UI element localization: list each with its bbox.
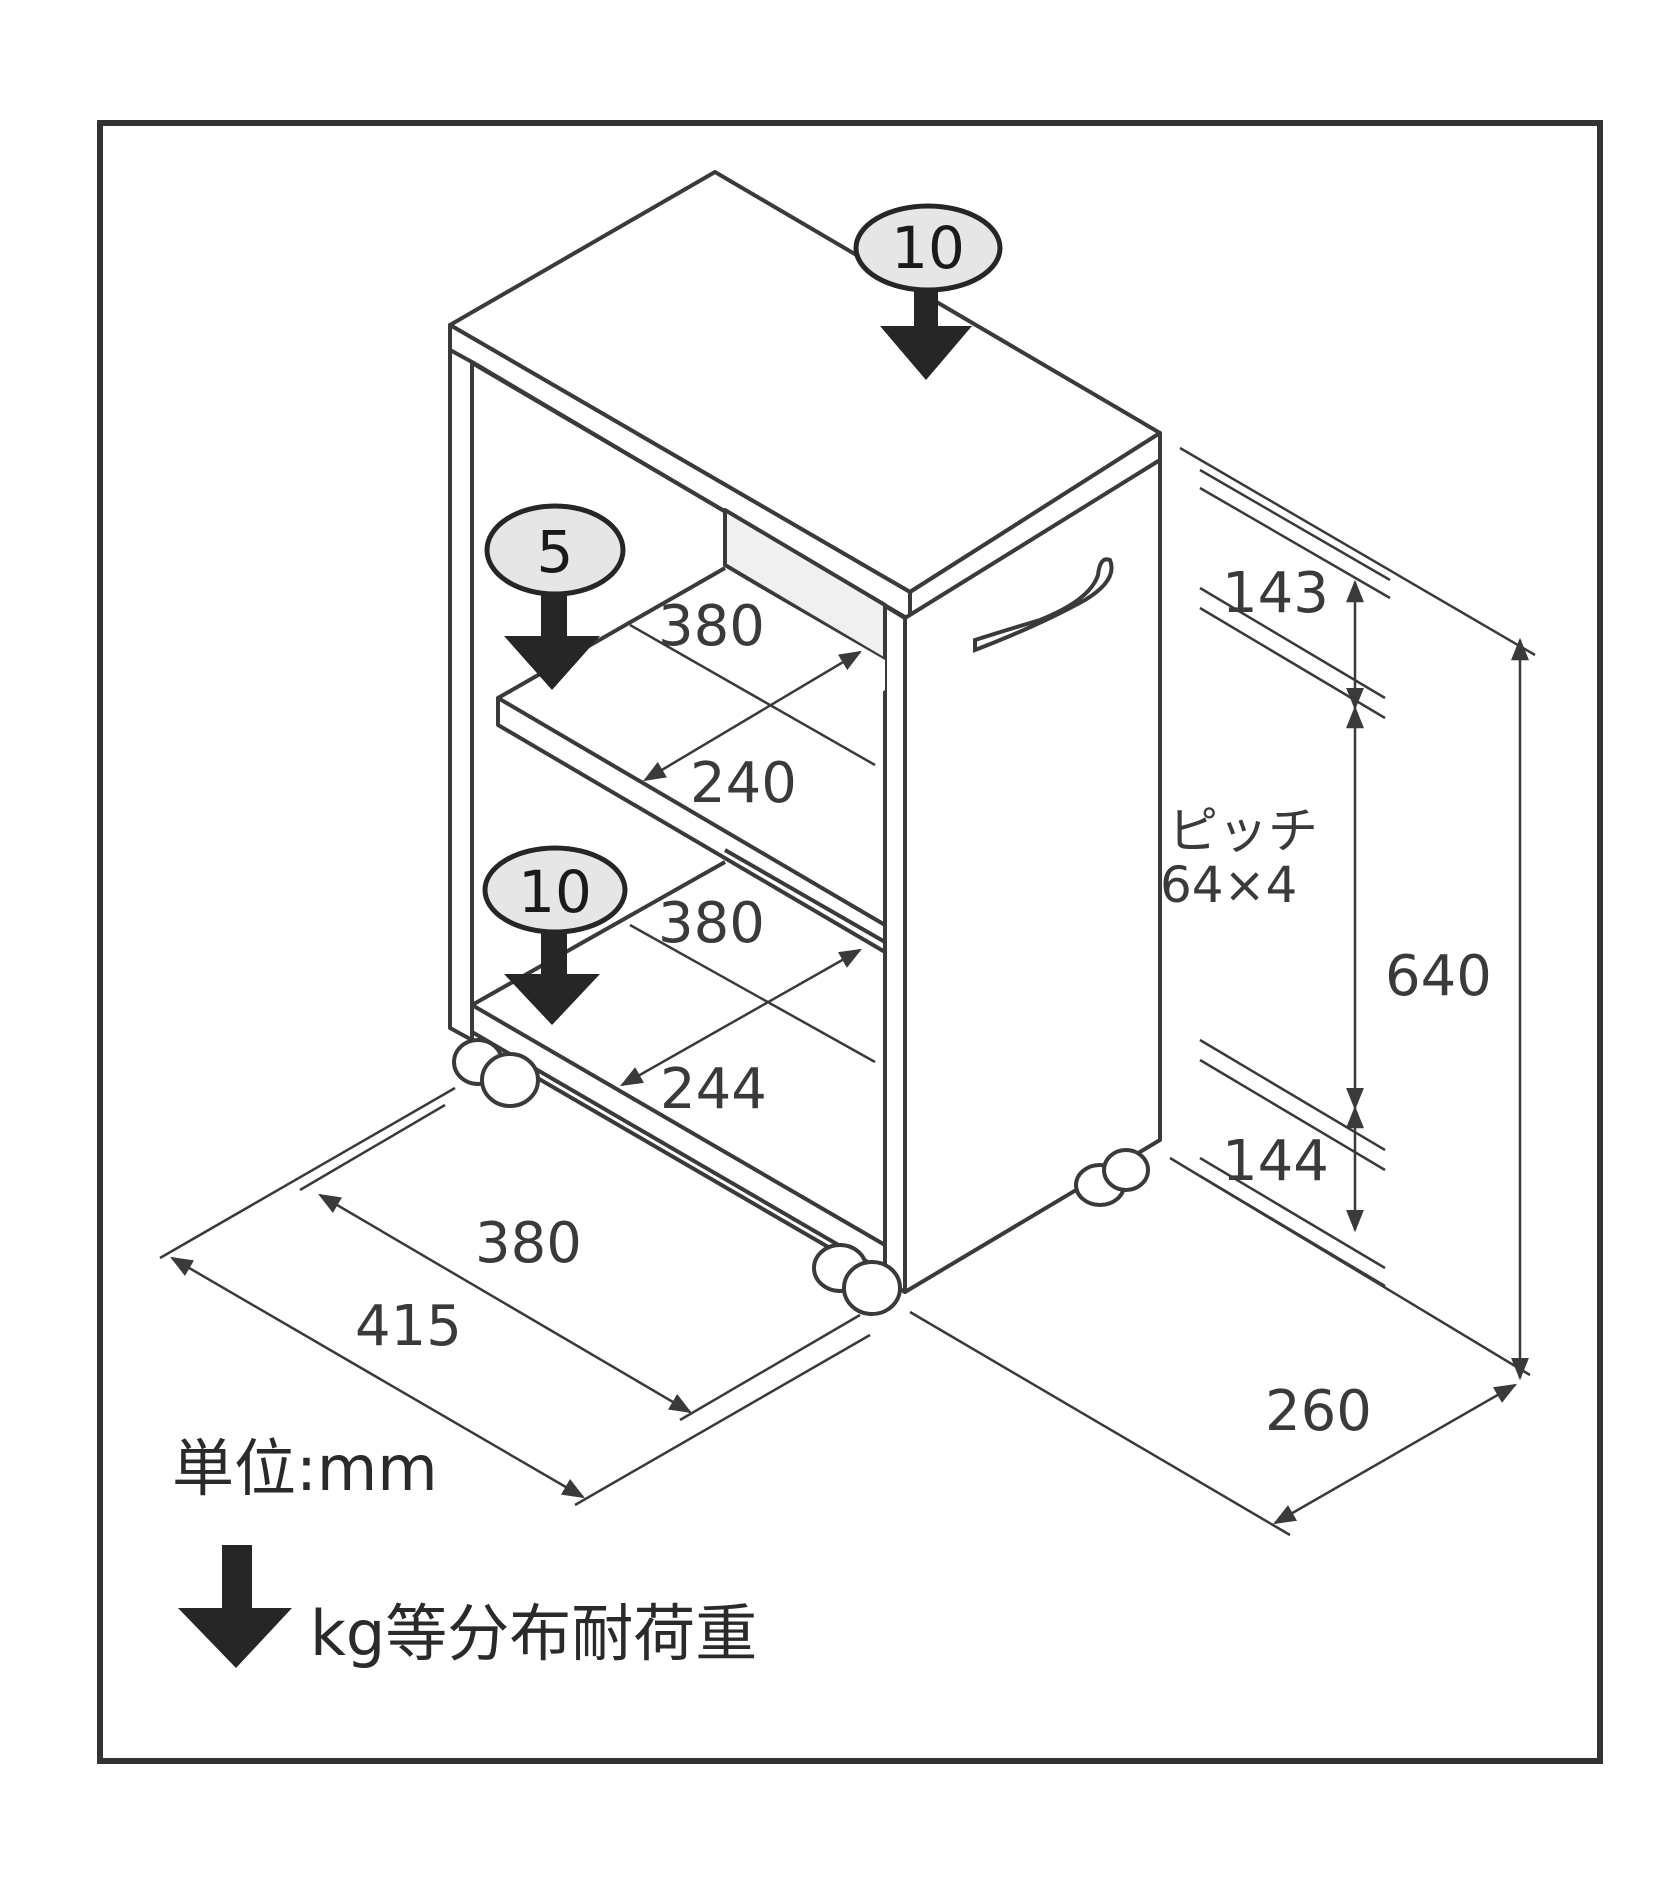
upper-shelf-width-label: 380 (658, 594, 765, 659)
outer-width-label: 415 (355, 1294, 462, 1359)
upper-shelf-back (497, 566, 726, 700)
caster-front-right (812, 1243, 902, 1316)
cabinet-left-panel (448, 348, 474, 1042)
load-upper-shelf-value: 5 (537, 518, 574, 586)
height-label: 640 (1385, 944, 1492, 1009)
pitch-caption: ピッチ (1168, 802, 1318, 860)
load-badge-upper-shelf: 5 (484, 503, 626, 690)
load-legend-label: kg等分布耐荷重 (310, 1597, 757, 1670)
cabinet (448, 170, 1162, 1294)
width-dimension-lines (159, 1086, 871, 1507)
upper-shelf-depth-label: 240 (690, 751, 797, 816)
cabinet-front-edge (883, 604, 907, 1294)
lower-shelf-width-label: 380 (658, 891, 765, 956)
upper-shelf-under (724, 848, 886, 944)
casters (452, 1038, 1150, 1316)
depth-label: 260 (1265, 1379, 1372, 1444)
height-dimension-line (1179, 446, 1536, 1381)
pitch-top-label: 143 (1222, 561, 1329, 626)
load-top-value: 10 (891, 214, 965, 282)
outer-frame (97, 120, 1603, 1764)
load-lower-shelf-value: 10 (518, 858, 592, 926)
caster-front-left (452, 1038, 540, 1108)
load-badge-top: 10 (853, 203, 1003, 380)
pitch-value: 64×4 (1160, 856, 1297, 914)
lower-shelf-depth-label: 244 (660, 1057, 767, 1122)
shelf-dimension-lines (620, 623, 876, 1087)
handle (973, 557, 1114, 653)
inner-width-label: 380 (475, 1211, 582, 1276)
load-badge-lower-shelf: 10 (482, 845, 628, 1025)
pitch-bottom-label: 144 (1222, 1129, 1329, 1194)
unit-label: 単位:mm (172, 1432, 438, 1505)
depth-dimension-line (909, 1156, 1531, 1537)
caster-back-right (1074, 1148, 1150, 1207)
legend-arrow-icon (178, 1545, 292, 1668)
base-rail (470, 1038, 887, 1282)
